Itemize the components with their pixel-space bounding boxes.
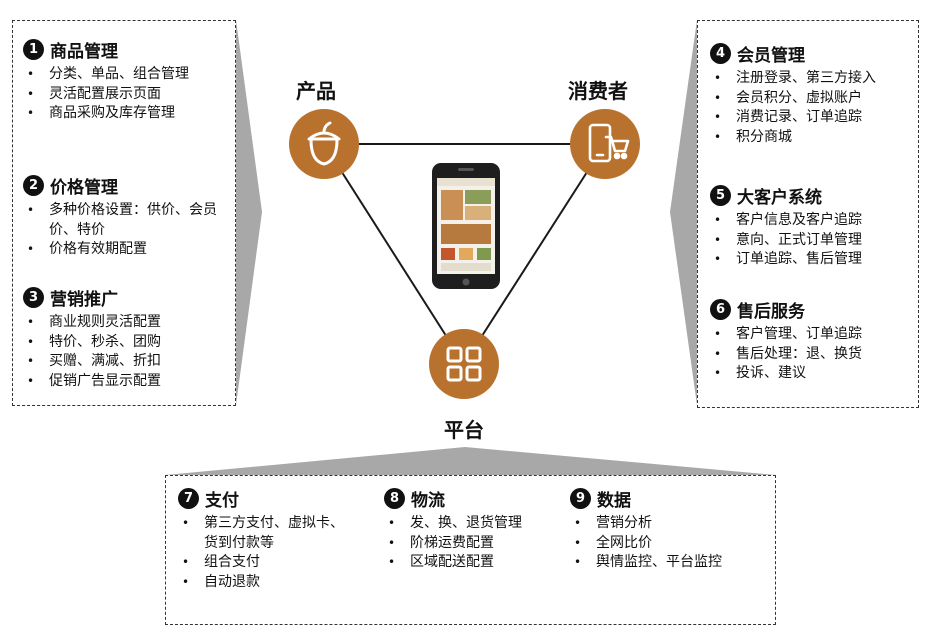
list-item: 积分商城 (710, 128, 876, 148)
item-list: 客户信息及客户追踪 意向、正式订单管理 订单追踪、售后管理 (710, 211, 862, 270)
edge-product-platform (323, 143, 465, 365)
list-item: 多种价格设置：供价、会员价、特价 (23, 201, 217, 240)
list-item: 促销广告显示配置 (23, 372, 161, 392)
list-item: 订单追踪、售后管理 (710, 250, 862, 270)
number-badge: 1 (23, 38, 44, 60)
edge-consumer-platform (463, 143, 606, 365)
section-title: 商品管理 (50, 41, 118, 62)
section-title: 价格管理 (50, 177, 118, 198)
list-item: 买赠、满减、折扣 (23, 352, 161, 372)
platform-node (429, 329, 499, 399)
list-item: 意向、正式订单管理 (710, 231, 862, 251)
section-payment: 7 支付 第三方支付、虚拟卡、货到付款等 组合支付 自动退款 (178, 486, 344, 592)
bottom-arrow (165, 447, 776, 475)
right-panel: 4 会员管理 注册登录、第三方接入 会员积分、虚拟账户 消费记录、订单追踪 积分… (697, 20, 919, 408)
section-title: 营销推广 (50, 289, 118, 310)
item-list: 分类、单品、组合管理 灵活配置展示页面 商品采购及库存管理 (23, 65, 189, 124)
consumer-node (570, 109, 640, 179)
section-marketing: 3 营销推广 商业规则灵活配置 特价、秒杀、团购 买赠、满减、折扣 促销广告显示… (23, 285, 161, 391)
section-title: 售后服务 (737, 301, 805, 322)
list-item: 分类、单品、组合管理 (23, 65, 189, 85)
section-title: 会员管理 (737, 45, 805, 66)
number-badge: 6 (710, 298, 731, 320)
list-item: 舆情监控、平台监控 (570, 553, 722, 573)
list-item: 会员积分、虚拟账户 (710, 89, 876, 109)
section-data: 9 数据 营销分析 全网比价 舆情监控、平台监控 (570, 486, 722, 573)
section-logistics: 8 物流 发、换、退货管理 阶梯运费配置 区域配送配置 (384, 486, 522, 573)
number-badge: 2 (23, 174, 44, 196)
section-after-sales: 6 售后服务 客户管理、订单追踪 售后处理：退、换货 投诉、建议 (710, 297, 862, 384)
section-price-management: 2 价格管理 多种价格设置：供价、会员价、特价 价格有效期配置 (23, 173, 217, 260)
item-list: 商业规则灵活配置 特价、秒杀、团购 买赠、满减、折扣 促销广告显示配置 (23, 313, 161, 391)
list-item: 客户管理、订单追踪 (710, 325, 862, 345)
list-item: 投诉、建议 (710, 364, 862, 384)
left-panel: 1 商品管理 分类、单品、组合管理 灵活配置展示页面 商品采购及库存管理 2 价… (12, 20, 236, 406)
list-item: 特价、秒杀、团购 (23, 333, 161, 353)
phone-cart-icon (588, 123, 630, 163)
section-title: 支付 (205, 490, 239, 511)
number-badge: 9 (570, 487, 591, 509)
item-list: 注册登录、第三方接入 会员积分、虚拟账户 消费记录、订单追踪 积分商城 (710, 69, 876, 147)
list-item: 发、换、退货管理 (384, 514, 522, 534)
number-badge: 8 (384, 487, 405, 509)
left-arrow (236, 20, 262, 405)
grid-icon (446, 346, 482, 382)
list-item: 第三方支付、虚拟卡、货到付款等 (178, 514, 344, 553)
section-product-management: 1 商品管理 分类、单品、组合管理 灵活配置展示页面 商品采购及库存管理 (23, 37, 189, 124)
item-list: 发、换、退货管理 阶梯运费配置 区域配送配置 (384, 514, 522, 573)
section-member-management: 4 会员管理 注册登录、第三方接入 会员积分、虚拟账户 消费记录、订单追踪 积分… (710, 41, 876, 147)
list-item: 客户信息及客户追踪 (710, 211, 862, 231)
number-badge: 4 (710, 42, 731, 64)
list-item: 商业规则灵活配置 (23, 313, 161, 333)
item-list: 第三方支付、虚拟卡、货到付款等 组合支付 自动退款 (178, 514, 344, 592)
bottom-panel: 7 支付 第三方支付、虚拟卡、货到付款等 组合支付 自动退款 8 物流 发、换、… (165, 475, 776, 625)
list-item: 组合支付 (178, 553, 344, 573)
section-title: 物流 (411, 490, 445, 511)
number-badge: 7 (178, 487, 199, 509)
platform-label: 平台 (444, 418, 484, 442)
number-badge: 5 (710, 184, 731, 206)
product-node (289, 109, 359, 179)
list-item: 阶梯运费配置 (384, 534, 522, 554)
list-item: 营销分析 (570, 514, 722, 534)
list-item: 售后处理：退、换货 (710, 345, 862, 365)
product-label: 产品 (296, 79, 336, 103)
list-item: 商品采购及库存管理 (23, 104, 189, 124)
section-key-account-system: 5 大客户系统 客户信息及客户追踪 意向、正式订单管理 订单追踪、售后管理 (710, 183, 862, 270)
right-arrow (670, 20, 697, 405)
list-item: 全网比价 (570, 534, 722, 554)
list-item: 区域配送配置 (384, 553, 522, 573)
list-item: 注册登录、第三方接入 (710, 69, 876, 89)
number-badge: 3 (23, 286, 44, 308)
list-item: 价格有效期配置 (23, 240, 217, 260)
list-item: 自动退款 (178, 573, 344, 593)
item-list: 多种价格设置：供价、会员价、特价 价格有效期配置 (23, 201, 217, 260)
list-item: 灵活配置展示页面 (23, 85, 189, 105)
smartphone-icon (432, 163, 500, 289)
section-title: 数据 (597, 490, 631, 511)
acorn-icon (307, 121, 341, 166)
consumer-label: 消费者 (568, 79, 628, 103)
section-title: 大客户系统 (737, 187, 822, 208)
item-list: 客户管理、订单追踪 售后处理：退、换货 投诉、建议 (710, 325, 862, 384)
list-item: 消费记录、订单追踪 (710, 108, 876, 128)
item-list: 营销分析 全网比价 舆情监控、平台监控 (570, 514, 722, 573)
